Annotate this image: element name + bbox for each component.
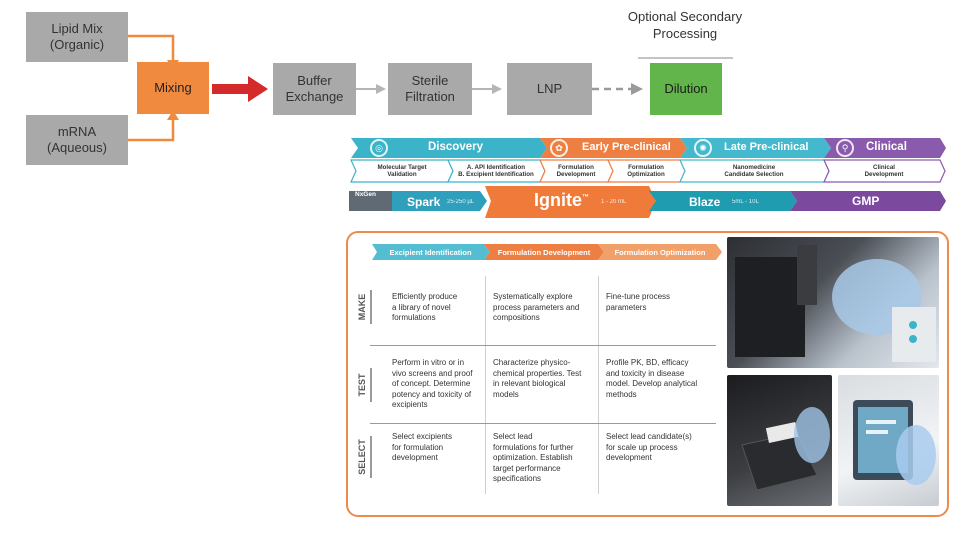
buffer-exchange-box: Buffer Exchange bbox=[273, 63, 356, 115]
grid-divider bbox=[485, 276, 486, 494]
sub-formulation-development: Formulation Development bbox=[556, 163, 596, 179]
dilution-box: Dilution bbox=[650, 63, 722, 115]
sub-formulation-optimization: Formulation Optimization bbox=[627, 163, 665, 179]
cell-test-development: Characterize physico- chemical propertie… bbox=[493, 358, 582, 399]
sub-molecular-target: Molecular Target Validation bbox=[377, 163, 427, 179]
phase-clinical-label: Clinical bbox=[866, 141, 907, 153]
clinical-icon: ⚲ bbox=[836, 139, 854, 157]
cartridge-photo bbox=[727, 375, 832, 506]
header-formulation-optimization: Formulation Optimization bbox=[614, 247, 706, 257]
phase-early-label: Early Pre-clinical bbox=[582, 141, 671, 153]
sub-nanomedicine-candidate: Nanomedicine Candidate Selection bbox=[724, 163, 784, 179]
sub-api-excipient: A. API Identification B. Excipient Ident… bbox=[458, 163, 534, 179]
cell-make-excipient: Efficiently produce a library of novel f… bbox=[392, 292, 458, 322]
row-label-select: SELECT bbox=[357, 439, 367, 475]
phase-discovery-label: Discovery bbox=[428, 141, 483, 153]
sub-clinical-development: Clinical Development bbox=[864, 163, 904, 179]
gmp-label: GMP bbox=[852, 194, 880, 208]
grid-divider bbox=[598, 276, 599, 494]
optional-secondary-label: Optional Secondary Processing bbox=[627, 9, 743, 41]
cell-select-development: Select lead formulations for further opt… bbox=[493, 432, 574, 483]
row-tick bbox=[370, 368, 372, 402]
ignite-range: 1 - 20 mL bbox=[601, 199, 627, 205]
late-preclinical-icon: ✺ bbox=[694, 139, 712, 157]
mixing-box: Mixing bbox=[137, 62, 209, 114]
blaze-range: 5mL - 10L bbox=[732, 199, 759, 205]
ignite-label: Ignite™ bbox=[534, 190, 589, 210]
cell-make-optimization: Fine-tune process parameters bbox=[606, 292, 671, 312]
phase-clinical bbox=[824, 138, 946, 158]
cell-select-optimization: Select lead candidate(s) for scale up pr… bbox=[606, 432, 692, 462]
row-divider bbox=[370, 423, 716, 424]
header-excipient-identification: Excipient Identification bbox=[389, 247, 472, 257]
spark-range: 25-250 µL bbox=[447, 199, 475, 205]
header-formulation-development: Formulation Development bbox=[497, 247, 591, 257]
ignite-workflow-panel bbox=[346, 231, 949, 517]
row-tick bbox=[370, 436, 372, 478]
phase-late-label: Late Pre-clinical bbox=[724, 141, 809, 153]
lnp-box: LNP bbox=[507, 63, 592, 115]
row-tick bbox=[370, 290, 372, 324]
sterile-filtration-box: Sterile Filtration bbox=[388, 63, 472, 115]
lab-instrument-photo bbox=[727, 237, 939, 368]
cell-test-excipient: Perform in vitro or in vivo screens and … bbox=[392, 358, 473, 409]
early-preclinical-icon: ✿ bbox=[550, 139, 568, 157]
nxgen-label: NxGen bbox=[355, 191, 376, 198]
discovery-icon: ◎ bbox=[370, 139, 388, 157]
cell-test-optimization: Profile PK, BD, efficacy and toxicity in… bbox=[606, 358, 698, 399]
blaze-label: Blaze bbox=[689, 195, 721, 209]
cell-select-excipient: Select excipients for formulation develo… bbox=[392, 432, 453, 462]
row-label-test: TEST bbox=[357, 373, 367, 397]
row-divider bbox=[370, 345, 716, 346]
lipid-mix-box: Lipid Mix (Organic) bbox=[26, 12, 128, 62]
row-label-make: MAKE bbox=[357, 293, 367, 321]
phase-discovery bbox=[351, 138, 547, 158]
phase-early bbox=[540, 138, 687, 158]
phase-late bbox=[680, 138, 831, 158]
spark-label: Spark bbox=[407, 195, 441, 209]
touchscreen-photo bbox=[838, 375, 939, 506]
cell-make-development: Systematically explore process parameter… bbox=[493, 292, 580, 322]
mrna-box: mRNA (Aqueous) bbox=[26, 115, 128, 165]
